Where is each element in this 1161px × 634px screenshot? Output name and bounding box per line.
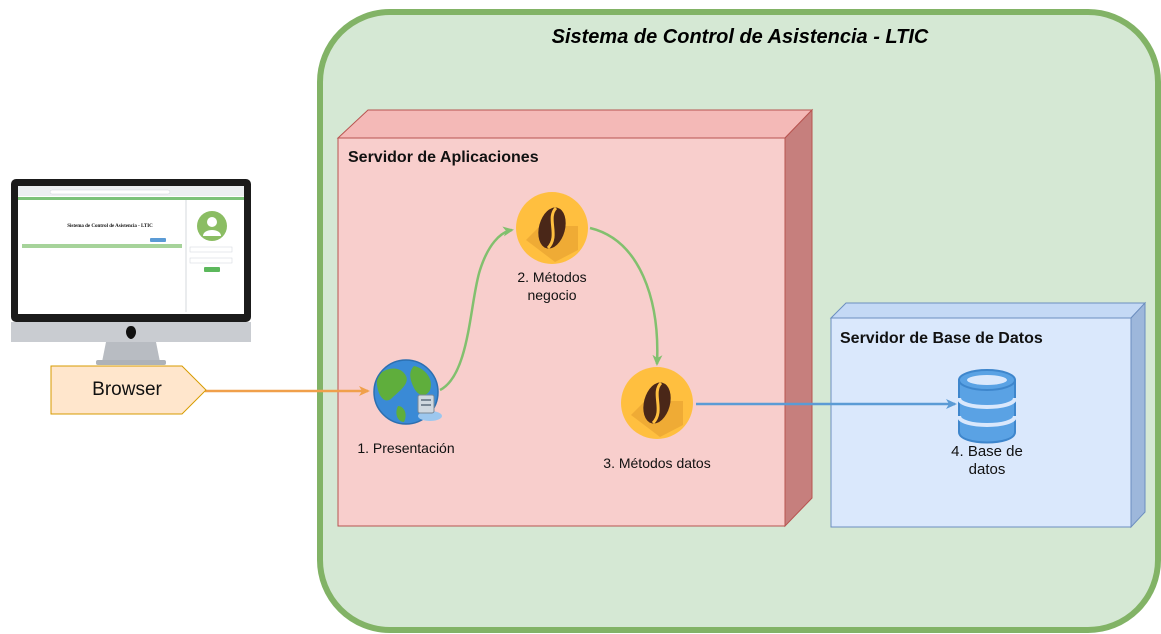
db-server-label: Servidor de Base de Datos (840, 330, 1043, 347)
coffee-bean-icon (516, 192, 588, 264)
browser-label: Browser (92, 379, 162, 400)
system-title: Sistema de Control de Asistencia - LTIC (551, 26, 929, 48)
presentacion-label: 1. Presentación (357, 440, 455, 456)
arrow-presentacion-to-negocio (439, 226, 514, 392)
metodos-negocio-label-line2: negocio (527, 287, 577, 303)
app-server-box (336, 108, 814, 528)
app-server-label: Servidor de Aplicaciones (348, 149, 539, 166)
db-server-box (829, 301, 1147, 529)
browser-shape (50, 365, 207, 415)
arrow-negocio-to-datos (589, 226, 663, 366)
coffee-bean-icon (621, 367, 693, 439)
metodos-negocio-label: 2. Métodos negocio (492, 268, 612, 304)
imac-icon (11, 179, 251, 365)
monitor-screen-title: Sistema de Control de Asistencia - LTIC (67, 224, 153, 229)
base-datos-label-line2: datos (968, 461, 1006, 478)
base-datos-label-line1: 4. Base de (951, 443, 1023, 460)
database-icon (957, 369, 1017, 444)
metodos-negocio-label-line1: 2. Métodos (517, 269, 587, 285)
base-datos-label: 4. Base de datos (927, 443, 1047, 479)
globe-icon (373, 359, 442, 425)
metodos-datos-label: 3. Métodos datos (603, 455, 711, 471)
